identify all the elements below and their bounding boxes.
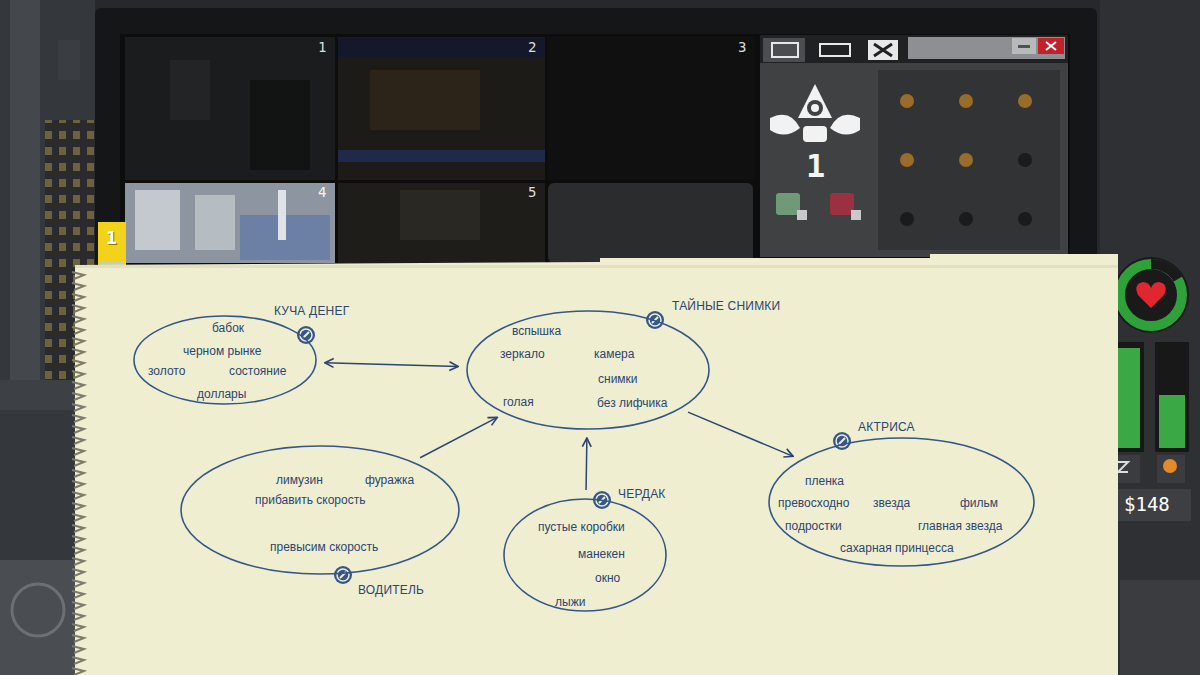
mind-map-bubble: ЧЕРДАКпустые коробкиманекенокнолыжи bbox=[503, 498, 667, 612]
arrow-connector bbox=[688, 412, 793, 456]
slot-dot bbox=[1018, 94, 1032, 108]
keyword: вспышка bbox=[512, 325, 561, 337]
spiral-coil bbox=[72, 668, 84, 675]
spiral-coil bbox=[72, 393, 84, 400]
keyword: звезда bbox=[873, 497, 910, 509]
counter-number: 1 bbox=[106, 229, 117, 247]
spiral-coil bbox=[72, 426, 84, 433]
keyword: манекен bbox=[578, 548, 625, 560]
spiral-coil bbox=[72, 338, 84, 345]
spiral-coil bbox=[72, 272, 84, 279]
spiral-coil bbox=[72, 305, 84, 312]
spiral-coil bbox=[72, 613, 84, 620]
camera-number: 5 bbox=[528, 185, 536, 199]
keyword: превысим скорость bbox=[270, 541, 378, 553]
slot-dot bbox=[959, 94, 973, 108]
keyword: пленка bbox=[805, 475, 844, 487]
keyword: зеркало bbox=[500, 348, 545, 360]
spiral-coil bbox=[72, 525, 84, 532]
keyword: прибавить скорость bbox=[255, 494, 365, 506]
arrow-connector bbox=[420, 417, 497, 457]
spiral-coil bbox=[72, 635, 84, 642]
mind-map-bubble: ТАЙНЫЕ СНИМКИвспышказеркалокамераснимкиг… bbox=[466, 310, 710, 430]
keyword: главная звезда bbox=[918, 520, 1002, 532]
bubble-title: КУЧА ДЕНЕГ bbox=[274, 305, 349, 317]
mind-map-bubble: АКТРИСАпленкапревосходнозвездафильмподро… bbox=[768, 437, 1035, 567]
keyword: без лифчика bbox=[597, 397, 667, 409]
counter-number: 1 bbox=[806, 150, 825, 182]
keyword: бабок bbox=[212, 322, 244, 334]
spiral-coil bbox=[72, 437, 84, 444]
spiral-coil bbox=[72, 514, 84, 521]
spiral-coil bbox=[72, 536, 84, 543]
spiral-coil bbox=[72, 569, 84, 576]
slot-dot bbox=[1018, 153, 1032, 167]
spiral-coil bbox=[72, 371, 84, 378]
keyword: черном рынке bbox=[183, 345, 261, 357]
keyword: голая bbox=[503, 396, 534, 408]
keyword: камера bbox=[594, 348, 634, 360]
keyword: лыжи bbox=[555, 596, 585, 608]
spiral-coil bbox=[72, 470, 84, 477]
spiral-coil bbox=[72, 580, 84, 587]
spiral-coil bbox=[72, 448, 84, 455]
camera-number: 4 bbox=[318, 185, 326, 199]
keyword: окно bbox=[595, 572, 620, 584]
arrow-connector bbox=[325, 363, 458, 367]
spiral-coil bbox=[72, 624, 84, 631]
slot-dot bbox=[900, 153, 914, 167]
keyword: подростки bbox=[785, 520, 842, 532]
slot-dot bbox=[959, 153, 973, 167]
bubble-title: АКТРИСА bbox=[858, 421, 915, 433]
keyword: лимузин bbox=[276, 474, 323, 486]
mind-map-bubble: ВОДИТЕЛЬлимузинфуражкаприбавить скорость… bbox=[180, 445, 460, 575]
keyword: золото bbox=[148, 365, 185, 377]
slot-dot bbox=[959, 212, 973, 226]
spiral-coil bbox=[72, 602, 84, 609]
spiral-coil bbox=[72, 591, 84, 598]
keyword: сахарная принцесса bbox=[840, 542, 954, 554]
slot-dot bbox=[1018, 212, 1032, 226]
slot-dot bbox=[900, 212, 914, 226]
keyword: фильм bbox=[960, 497, 998, 509]
bubble-title: ВОДИТЕЛЬ bbox=[358, 584, 424, 596]
spiral-coil bbox=[72, 503, 84, 510]
bubble-outline bbox=[466, 310, 710, 430]
camera-number: 3 bbox=[738, 40, 746, 54]
spiral-coil bbox=[72, 646, 84, 653]
keyword: состояние bbox=[229, 365, 286, 377]
bubble-title: ЧЕРДАК bbox=[618, 488, 666, 500]
camera-number: 2 bbox=[528, 40, 536, 54]
spiral-coil bbox=[72, 316, 84, 323]
spiral-coil bbox=[72, 492, 84, 499]
slot-dot bbox=[900, 94, 914, 108]
spiral-coil bbox=[72, 349, 84, 356]
spiral-coil bbox=[72, 459, 84, 466]
keyword: снимки bbox=[598, 373, 638, 385]
keyword: фуражка bbox=[365, 474, 414, 486]
spiral-coil bbox=[72, 404, 84, 411]
spiral-coil bbox=[72, 327, 84, 334]
spiral-coil bbox=[72, 657, 84, 664]
tag-icon bbox=[334, 566, 352, 584]
money-counter: $148 bbox=[1124, 495, 1170, 514]
spiral-coil bbox=[72, 382, 84, 389]
mind-map-bubble: КУЧА ДЕНЕГбабокчерном рынкезолотосостоян… bbox=[133, 315, 317, 405]
spiral-coil bbox=[72, 547, 84, 554]
keyword: превосходно bbox=[778, 497, 849, 509]
spiral-coil bbox=[72, 481, 84, 488]
keyword: пустые коробки bbox=[538, 521, 625, 533]
spiral-coil bbox=[72, 283, 84, 290]
spiral-coil bbox=[72, 294, 84, 301]
spiral-coil bbox=[72, 360, 84, 367]
tag-icon bbox=[833, 432, 851, 450]
bubble-title: ТАЙНЫЕ СНИМКИ bbox=[672, 300, 780, 312]
keyword: доллары bbox=[197, 388, 246, 400]
arrow-connector bbox=[585, 438, 587, 490]
bubble-outline bbox=[180, 445, 460, 575]
camera-number: 1 bbox=[318, 40, 326, 54]
spiral-coil bbox=[72, 558, 84, 565]
spiral-coil bbox=[72, 415, 84, 422]
